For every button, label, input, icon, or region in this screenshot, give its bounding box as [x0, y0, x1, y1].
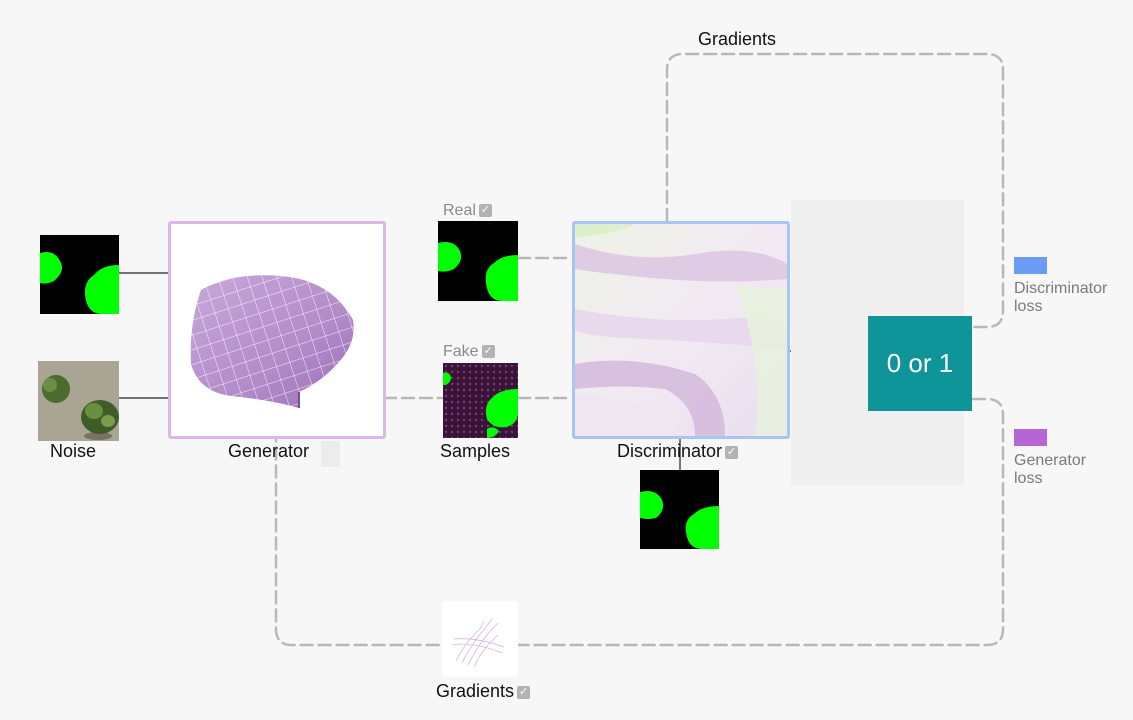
gradients-top-label: Gradients	[698, 29, 777, 49]
noise-aerial-thumbnail	[38, 361, 119, 441]
fake-label-text: Fake	[443, 343, 479, 360]
discriminator-loss-line1: Discriminator	[1014, 280, 1108, 297]
checkbox-checked-icon[interactable]: ✓	[725, 445, 739, 459]
real-label-text: Real	[443, 202, 476, 219]
discriminator-mask-thumbnail	[640, 470, 719, 549]
discriminator-label-text: Discriminator	[617, 441, 723, 461]
gradients-top-path	[665, 52, 1005, 329]
discriminator-loss-swatch	[1014, 257, 1047, 274]
gradients-bottom-label: Gradients✓	[436, 681, 531, 702]
generator-label-shadow	[321, 441, 340, 467]
generator-box[interactable]	[168, 221, 386, 439]
noise-mask-thumbnail	[40, 235, 119, 314]
fake-sample-thumbnail	[443, 363, 518, 438]
discriminator-loss-line2: loss	[1014, 298, 1043, 315]
discriminator-label: Discriminator✓	[617, 441, 739, 462]
generator-label: Generator	[228, 441, 310, 461]
samples-label: Samples	[440, 441, 511, 461]
discriminator-box[interactable]	[572, 221, 790, 439]
generator-loss-line2: loss	[1014, 470, 1043, 487]
real-sample-thumbnail	[438, 221, 518, 301]
output-box: 0 or 1	[868, 316, 972, 411]
generator-loss-line1: Generator	[1014, 452, 1087, 469]
discriminator-heatmap	[575, 224, 787, 436]
generator-loss-swatch	[1014, 429, 1047, 446]
generator-loss-label: Generator loss	[1014, 452, 1086, 488]
discriminator-loss-label: Discriminator loss	[1014, 280, 1107, 316]
fake-label: Fake✓	[443, 343, 495, 361]
checkbox-checked-icon[interactable]: ✓	[517, 685, 531, 699]
checkbox-checked-icon[interactable]: ✓	[481, 345, 495, 359]
checkbox-checked-icon[interactable]: ✓	[478, 204, 492, 218]
generator-manifold-plot	[190, 275, 354, 408]
gradients-bottom-label-text: Gradients	[436, 681, 515, 701]
real-label: Real✓	[443, 202, 492, 220]
gradients-bottom-path	[274, 397, 1005, 647]
noise-label: Noise	[50, 441, 97, 461]
gradients-thumbnail	[442, 601, 518, 677]
